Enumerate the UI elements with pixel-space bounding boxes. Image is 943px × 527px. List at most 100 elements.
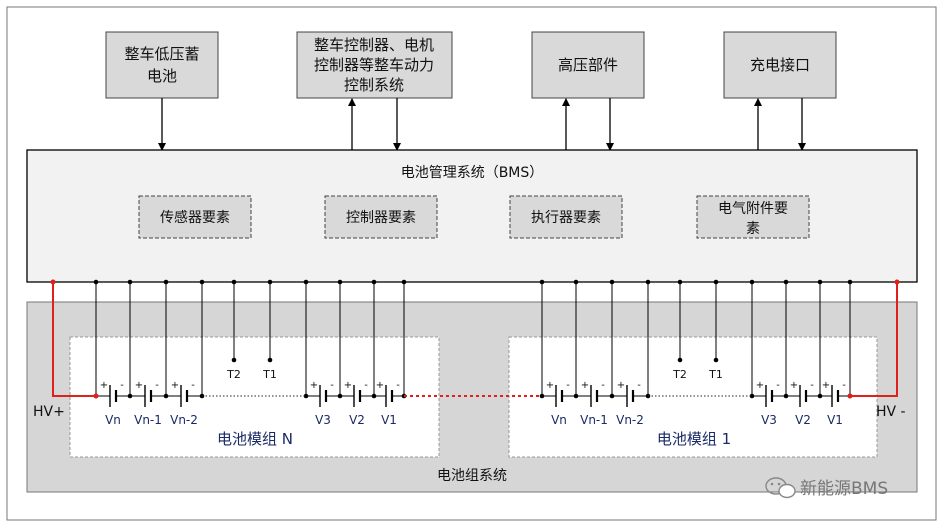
module-n-cell-5-label: V1 [381, 413, 397, 427]
low-voltage-battery-line1: 整车低压蓄 [124, 45, 199, 63]
module-1-temp-sensor-label: T1 [708, 368, 723, 381]
module-1-bms-junction [817, 279, 823, 285]
module-n-bms-junction [401, 279, 407, 285]
module-n-bms-junction [337, 279, 343, 285]
module-n-cell-3: +- [306, 380, 340, 407]
module-n-cell-4: +- [340, 380, 374, 407]
cell-minus-sign: - [396, 380, 400, 391]
vehicle-controllers-line1: 整车控制器、电机 [314, 36, 434, 54]
module-1-cell-1: +- [576, 380, 612, 407]
cell-plus-sign: + [100, 380, 108, 391]
module-1-cell-2: +- [612, 380, 648, 407]
bms-element-electrical: 电气附件要素 [696, 195, 810, 239]
module-n-cell-2-label: Vn-2 [170, 413, 198, 427]
module-n-bms-junction [303, 279, 309, 285]
module-1-cell-1-label: Vn-1 [580, 413, 608, 427]
module-n-cell-1-label: Vn-1 [134, 413, 162, 427]
cell-minus-sign: - [637, 380, 641, 391]
cell-minus-sign: - [566, 380, 570, 391]
module-n-cell-2: +- [166, 380, 202, 407]
watermark-text: 新能源BMS [800, 479, 888, 499]
module-n-title: 电池模组 N [217, 430, 293, 448]
module-n-cell-3-label: V3 [315, 413, 331, 427]
hv-minus-label: HV - [876, 404, 906, 420]
module-1-bms-junction [783, 279, 789, 285]
module-1-cell-3: +- [752, 380, 786, 407]
module-1-cell-5-label: V1 [827, 413, 843, 427]
module-1-bms-junction [749, 279, 755, 285]
module-n-bms-junction [199, 279, 205, 285]
module-1-title: 电池模组 1 [657, 430, 731, 448]
cell-minus-sign: - [120, 380, 124, 391]
module-n-cell-1: +- [130, 380, 166, 407]
low-voltage-battery-line2: 电池 [147, 67, 177, 85]
signal-arrows [158, 98, 806, 151]
electrical-element-label: 电气附件要素 [718, 201, 788, 237]
cell-plus-sign: + [546, 380, 554, 391]
cell-minus-sign: - [330, 380, 334, 391]
module-1-bms-junction [677, 279, 683, 285]
bms-element-actuator: 执行器要素 [509, 195, 623, 239]
charging-port-label: 充电接口 [750, 56, 810, 74]
module-n-temp-sensor-point [267, 357, 273, 363]
module-1-cell-0-label: Vn [551, 413, 567, 427]
cell-minus-sign: - [364, 380, 368, 391]
bms-element-sensor: 传感器要素 [138, 195, 252, 239]
module-n-temp-sensor-label: T2 [226, 368, 241, 381]
module-n-bms-junction [267, 279, 273, 285]
module-1-temp-sensor-label: T2 [672, 368, 687, 381]
vehicle-controllers-box: 整车控制器、电机 控制器等整车动力 控制系统 [296, 31, 453, 99]
module-n-cell-4-label: V2 [349, 413, 365, 427]
vehicle-controllers-line3: 控制系统 [344, 76, 404, 94]
module-1-cell-5: +- [820, 380, 850, 407]
module-n-cell-0-label: Vn [105, 413, 121, 427]
high-voltage-parts-box: 高压部件 [531, 31, 645, 99]
cell-plus-sign: + [310, 380, 318, 391]
high-voltage-parts-label: 高压部件 [558, 56, 618, 74]
controller-element-label: 控制器要素 [346, 210, 416, 226]
module-1-bms-junction [847, 279, 853, 285]
charging-port-box: 充电接口 [723, 31, 837, 99]
sense-wires [93, 279, 853, 399]
module-1-temp-sensor-point [713, 357, 719, 363]
electrical-element-label-line2: 素 [746, 221, 760, 237]
module-n-bms-junction [93, 279, 99, 285]
module-1-cell-2-label: Vn-2 [616, 413, 644, 427]
module-1-cell-3-label: V3 [761, 413, 777, 427]
module-1-bms-junction [713, 279, 719, 285]
bms-element-controller: 控制器要素 [324, 195, 438, 239]
cell-plus-sign: + [822, 380, 830, 391]
outer-frame [6, 6, 937, 521]
cell-minus-sign: - [191, 380, 195, 391]
module-1-bms-junction [539, 279, 545, 285]
vehicle-controllers-line2: 控制器等整车动力 [314, 56, 434, 74]
module-1-cell-4: +- [786, 380, 820, 407]
module-1-bms-junction [609, 279, 615, 285]
electrical-element-label-line1: 电气附件要 [718, 201, 788, 217]
cell-plus-sign: + [790, 380, 798, 391]
cell-plus-sign: + [344, 380, 352, 391]
watermark: 新能源BMS [765, 477, 888, 499]
module-1-box [508, 336, 878, 458]
module-n-temp-sensor-label: T1 [262, 368, 277, 381]
cell-plus-sign: + [171, 380, 179, 391]
module-1-cell-4-label: V2 [795, 413, 811, 427]
module-n-cell-5: +- [374, 380, 404, 407]
low-voltage-battery-box: 整车低压蓄 电池 [105, 31, 219, 99]
bms-title: 电池管理系统（BMS） [401, 165, 544, 181]
cell-minus-sign: - [810, 380, 814, 391]
module-n-temp-sensor-point [231, 357, 237, 363]
sensor-element-label: 传感器要素 [160, 209, 230, 226]
module-1-bms-junction [645, 279, 651, 285]
module-1-cell-0: +- [542, 380, 576, 407]
hv-minus-wire [847, 279, 900, 399]
battery-pack-title: 电池组系统 [437, 468, 507, 484]
hv-plus-wire [50, 279, 99, 399]
module-n-bms-junction [371, 279, 377, 285]
module-n-bms-junction [127, 279, 133, 285]
battery-cells: +-+-+-+-+-+-+-+-+-+-+-+- [96, 380, 850, 407]
cell-plus-sign: + [135, 380, 143, 391]
